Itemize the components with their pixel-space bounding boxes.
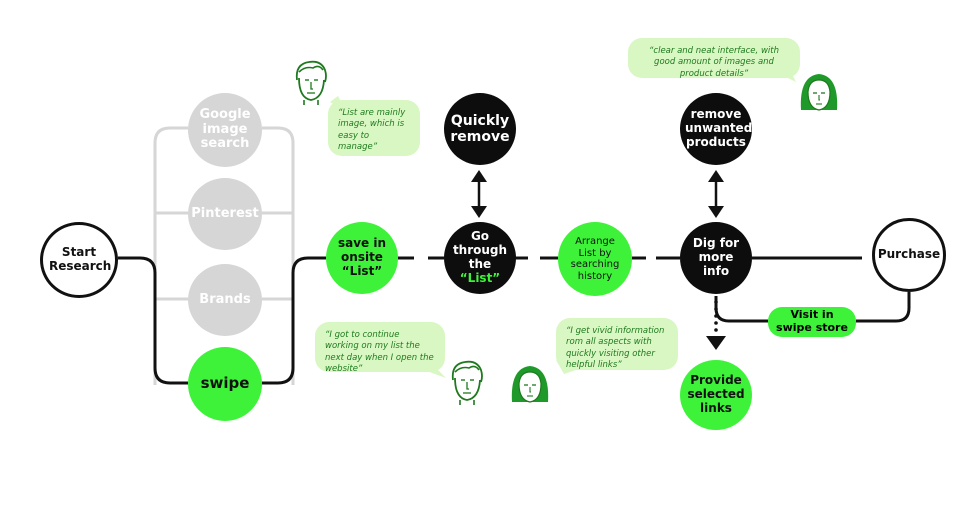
quote-bubble-continue-working: “I got to continue working on my list th… <box>315 322 445 374</box>
female-user-face-icon <box>800 74 838 111</box>
quote-bubble-clear-interface: “clear and neat interface, with good amo… <box>628 38 800 79</box>
quickly-remove-node: Quickly remove <box>444 93 516 165</box>
source-branch-brackets <box>153 126 295 385</box>
purchase-node: Purchase <box>872 218 946 292</box>
save-in-list-node: save in onsite “List” <box>326 222 398 294</box>
remove-unwanted-products-node: remove unwanted products <box>680 93 752 165</box>
swipe-bracket <box>118 256 326 385</box>
google-image-search-node: Google image search <box>188 93 262 167</box>
swipe-node: swipe <box>188 347 262 421</box>
female-user-face-icon <box>511 366 549 403</box>
double-arrow-icon <box>708 170 724 218</box>
arrange-list-node: Arrange List by searching history <box>558 222 632 296</box>
double-arrow-icon <box>471 170 487 218</box>
pinterest-node: Pinterest <box>188 178 262 250</box>
provide-selected-links-node: Provide selected links <box>680 360 752 430</box>
visit-swipe-store-pill: Visit in swipe store <box>768 307 856 337</box>
start-research-node: Start Research <box>40 222 118 298</box>
male-user-face-icon <box>451 360 483 405</box>
brands-node: Brands <box>188 264 262 336</box>
quote-bubble-vivid-info: “I get vivid information rom all aspects… <box>556 318 678 370</box>
male-user-face-icon <box>295 60 327 105</box>
quote-bubble-list-manage: “List are mainly image, which is easy to… <box>328 100 420 156</box>
dig-more-info-node: Dig for more info <box>680 222 752 294</box>
dotted-arrow-icon <box>706 300 726 350</box>
